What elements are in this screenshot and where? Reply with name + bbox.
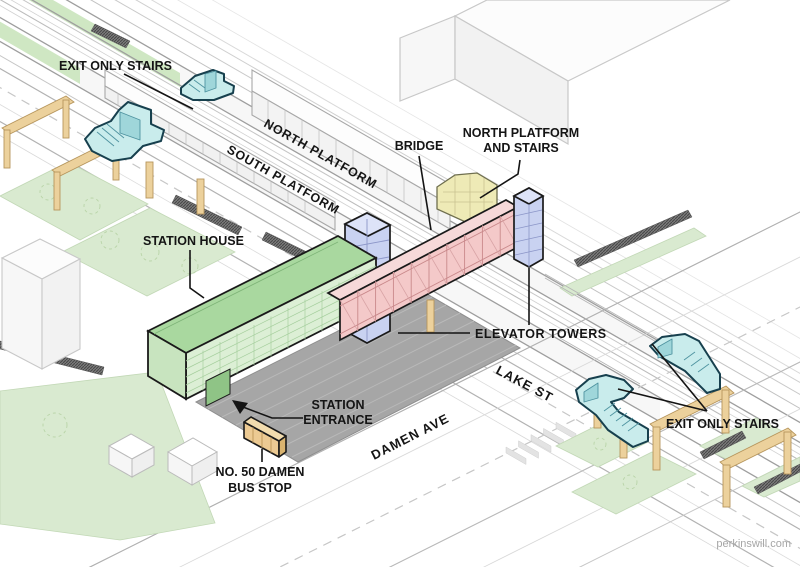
leader-north-platform-stairs [479, 159, 521, 199]
lawn-patch [571, 451, 697, 515]
label-north-platform-and-stairs-1: NORTH PLATFORM [463, 126, 579, 140]
south-platform-canopy [104, 69, 336, 231]
bus-stop-shelter [243, 416, 287, 458]
entrance-arrow-head [232, 400, 248, 414]
small-buildings [107, 433, 219, 486]
building-top-right [399, 0, 731, 146]
label-north-platform-and-stairs-2: AND STAIRS [483, 141, 558, 155]
leader-exit-stairs-bottom-a [617, 388, 708, 412]
leader-exit-stairs-top [123, 73, 194, 110]
leader-station-entrance [242, 406, 303, 419]
exit-stairs-south-east [575, 374, 649, 448]
track-support-bents [1, 95, 797, 508]
exit-stairs-north-west [180, 69, 235, 101]
exit-stairs-north-east [649, 333, 721, 394]
label-bus-stop-2: BUS STOP [228, 481, 292, 495]
label-station-entrance-1: STATION [311, 398, 364, 412]
crosswalk [505, 421, 577, 465]
label-bridge: BRIDGE [395, 139, 444, 153]
leader-station-house [189, 250, 205, 299]
north-platform-stairs-yellow [436, 172, 498, 225]
leader-exit-stairs-bottom-b [651, 343, 708, 412]
label-elevator-towers: ELEVATOR TOWERS [475, 327, 607, 341]
station-entrance-opening [205, 368, 231, 407]
lawn-patch [61, 207, 236, 297]
credit-text: perkinswill.com [716, 538, 791, 550]
leader-lines [123, 73, 708, 462]
exit-stairs-group [84, 69, 721, 448]
building-left [0, 238, 82, 370]
label-exit-only-stairs-bottom: EXIT ONLY STAIRS [666, 417, 779, 431]
label-station-house: STATION HOUSE [143, 234, 244, 248]
label-bus-stop-1: NO. 50 DAMEN [216, 465, 305, 479]
exit-stairs-south-west [84, 101, 165, 162]
label-station-entrance-2: ENTRANCE [303, 413, 372, 427]
leader-bridge [418, 155, 432, 231]
trees [39, 183, 638, 490]
lawn-strip-northeast [559, 227, 707, 297]
elevator-tower-north [512, 187, 545, 268]
label-exit-only-stairs-top: EXIT ONLY STAIRS [59, 59, 172, 73]
lawns [0, 161, 800, 541]
lawn-patch [0, 161, 149, 241]
